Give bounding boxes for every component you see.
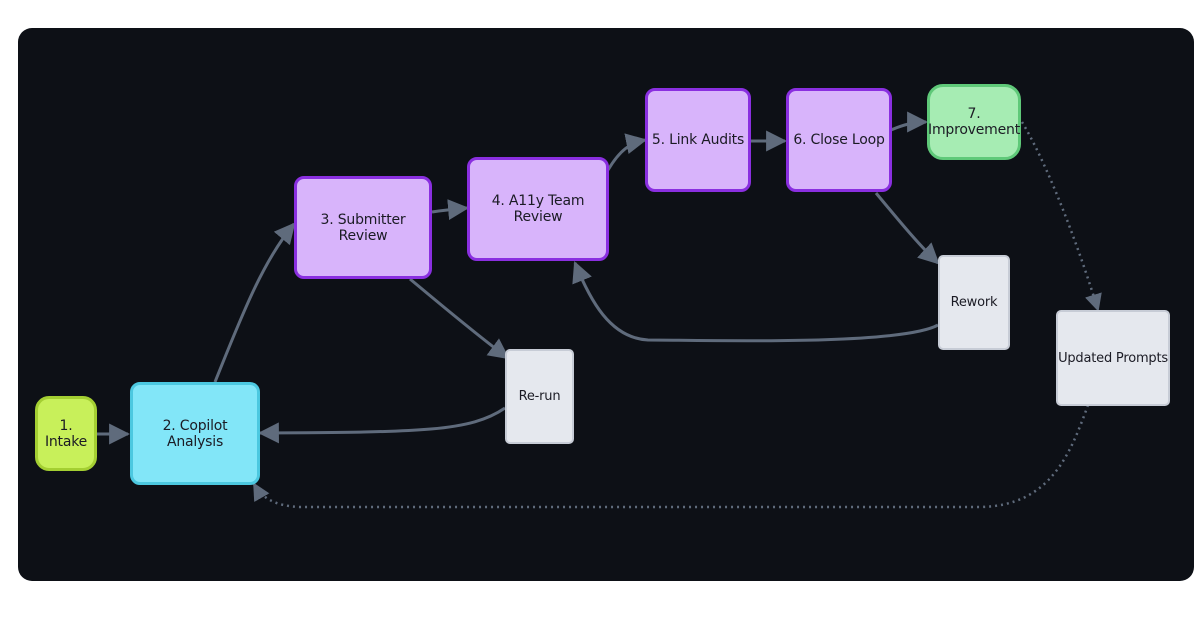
node-rerun[interactable]: Re-run <box>505 349 574 444</box>
node-updated-prompts-label: Updated Prompts <box>1058 350 1168 366</box>
node-submitter-review[interactable]: 3. Submitter Review <box>294 176 432 279</box>
node-rework[interactable]: Rework <box>938 255 1010 350</box>
node-copilot-analysis-label: 2. Copilot Analysis <box>162 417 228 450</box>
node-rework-label: Rework <box>950 295 998 310</box>
node-intake-label: 1. Intake <box>44 417 88 450</box>
node-a11y-team-review-label: 4. A11y Team Review <box>491 193 585 225</box>
node-link-audits-label: 5. Link Audits <box>651 132 745 148</box>
node-improvement-label: 7. Improvement <box>928 106 1020 138</box>
node-intake[interactable]: 1. Intake <box>35 396 97 471</box>
node-updated-prompts[interactable]: Updated Prompts <box>1056 310 1170 406</box>
node-copilot-analysis[interactable]: 2. Copilot Analysis <box>130 382 260 485</box>
node-close-loop[interactable]: 6. Close Loop <box>786 88 892 192</box>
node-rerun-label: Re-run <box>518 389 561 404</box>
node-a11y-team-review[interactable]: 4. A11y Team Review <box>467 157 609 261</box>
node-submitter-review-label: 3. Submitter Review <box>320 211 406 244</box>
node-link-audits[interactable]: 5. Link Audits <box>645 88 751 192</box>
node-improvement[interactable]: 7. Improvement <box>927 84 1021 160</box>
node-close-loop-label: 6. Close Loop <box>793 132 885 148</box>
